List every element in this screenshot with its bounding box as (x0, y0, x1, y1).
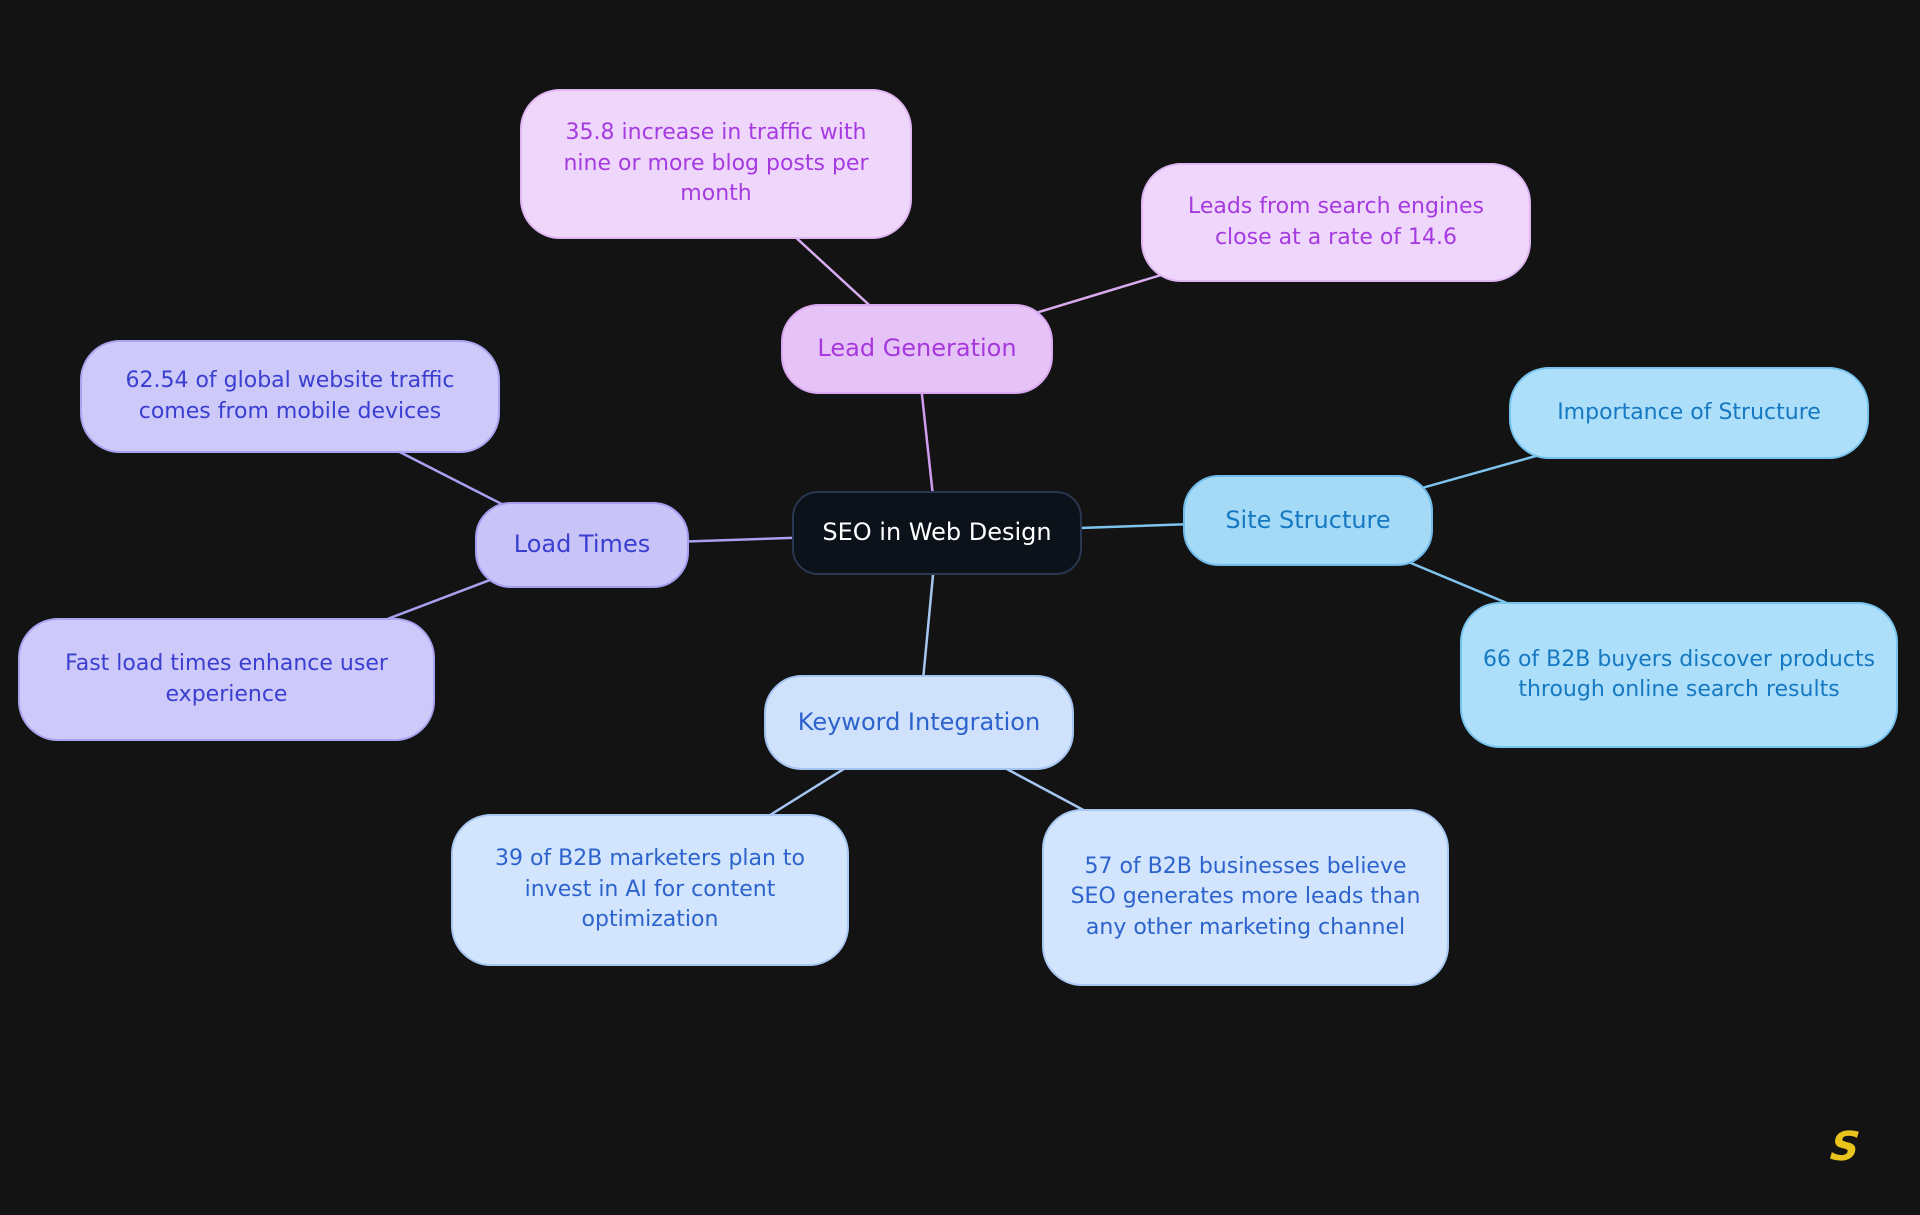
node-keyword-integration[interactable]: Keyword Integration (764, 675, 1074, 770)
node-importance-of-structure-label: Importance of Structure (1557, 399, 1821, 425)
brand-logo-letter: S (1828, 1124, 1862, 1170)
node-site-structure-label: Site Structure (1225, 505, 1391, 534)
node-b2b-buyers-online-search-label: 66 of B2B buyers discover products throu… (1482, 646, 1876, 702)
node-blog-posts-traffic[interactable]: 35.8 increase in traffic with nine or mo… (520, 89, 912, 239)
node-fast-load-user-experience[interactable]: Fast load times enhance user experience (18, 618, 435, 741)
node-seo-leads-channel-label: 57 of B2B businesses believe SEO generat… (1070, 853, 1421, 940)
node-mobile-traffic-label: 62.54 of global website traffic comes fr… (125, 368, 455, 424)
node-seo-leads-channel[interactable]: 57 of B2B businesses believe SEO generat… (1042, 809, 1449, 986)
node-mobile-traffic[interactable]: 62.54 of global website traffic comes fr… (80, 340, 500, 453)
node-keyword-integration-label: Keyword Integration (797, 707, 1041, 736)
node-ai-content-optimization[interactable]: 39 of B2B marketers plan to invest in AI… (451, 814, 849, 966)
brand-logo: S (1817, 1122, 1872, 1172)
node-search-engine-close-rate[interactable]: Leads from search engines close at a rat… (1141, 163, 1531, 282)
node-load-times[interactable]: Load Times (475, 502, 689, 588)
node-importance-of-structure[interactable]: Importance of Structure (1509, 367, 1869, 459)
node-site-structure[interactable]: Site Structure (1183, 475, 1433, 566)
node-load-times-label: Load Times (513, 530, 651, 559)
node-blog-posts-traffic-label: 35.8 increase in traffic with nine or mo… (563, 120, 869, 207)
node-lead-generation[interactable]: Lead Generation (781, 304, 1053, 394)
node-search-engine-close-rate-label: Leads from search engines close at a rat… (1187, 194, 1485, 250)
node-b2b-buyers-online-search[interactable]: 66 of B2B buyers discover products throu… (1460, 602, 1898, 748)
node-lead-generation-label: Lead Generation (817, 334, 1017, 363)
node-fast-load-user-experience-label: Fast load times enhance user experience (65, 651, 388, 707)
node-ai-content-optimization-label: 39 of B2B marketers plan to invest in AI… (494, 846, 806, 933)
node-root-label: SEO in Web Design (822, 518, 1052, 547)
node-root-seo-in-web-design[interactable]: SEO in Web Design (792, 491, 1082, 575)
